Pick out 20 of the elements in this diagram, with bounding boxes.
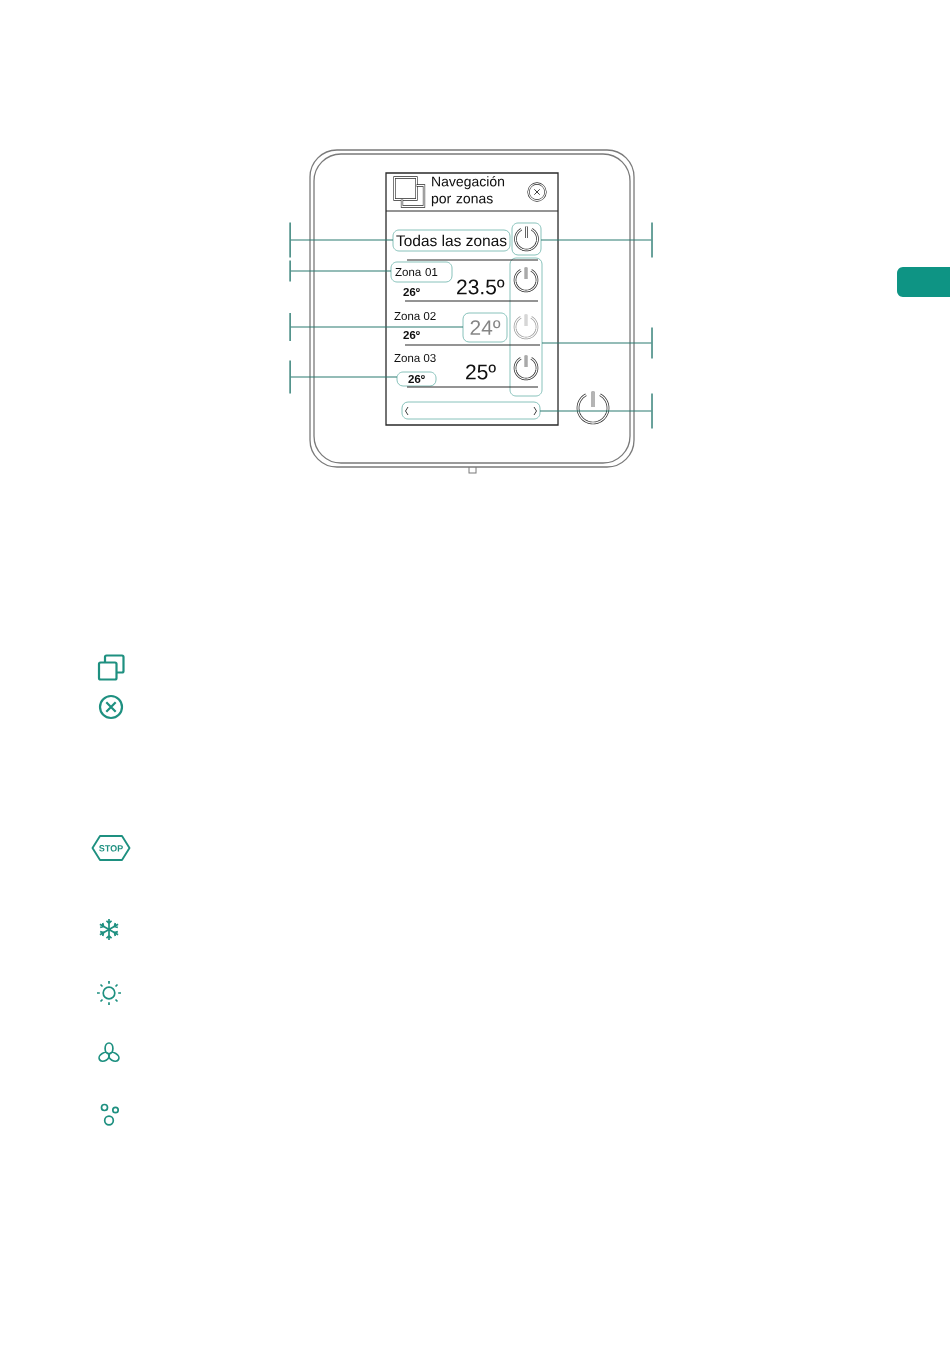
zone-name: Zona 03 [394, 353, 436, 363]
highlight-box [509, 257, 543, 397]
leader-line [290, 376, 398, 378]
highlight-box: Todas las zonas [392, 229, 511, 252]
leader-line [539, 410, 652, 412]
leader-line [290, 239, 394, 241]
scroll-bar [401, 401, 541, 420]
leader-line [290, 326, 464, 328]
highlight-box: Zona 01 [390, 261, 453, 283]
highlight-box: 26º [396, 371, 437, 387]
sign-text: STOP [99, 845, 123, 852]
temperature-text: 25º [466, 364, 496, 380]
temperature-text: 23.5º [457, 279, 505, 295]
leader-line [540, 239, 652, 241]
leader-line [290, 270, 392, 272]
zone-name: Zona 02 [394, 311, 436, 321]
leader-line [541, 342, 652, 344]
highlight-box: 24º [462, 312, 508, 343]
screen-title: Navegación por zonas [431, 176, 505, 207]
setpoint-text: 26º [403, 330, 420, 340]
